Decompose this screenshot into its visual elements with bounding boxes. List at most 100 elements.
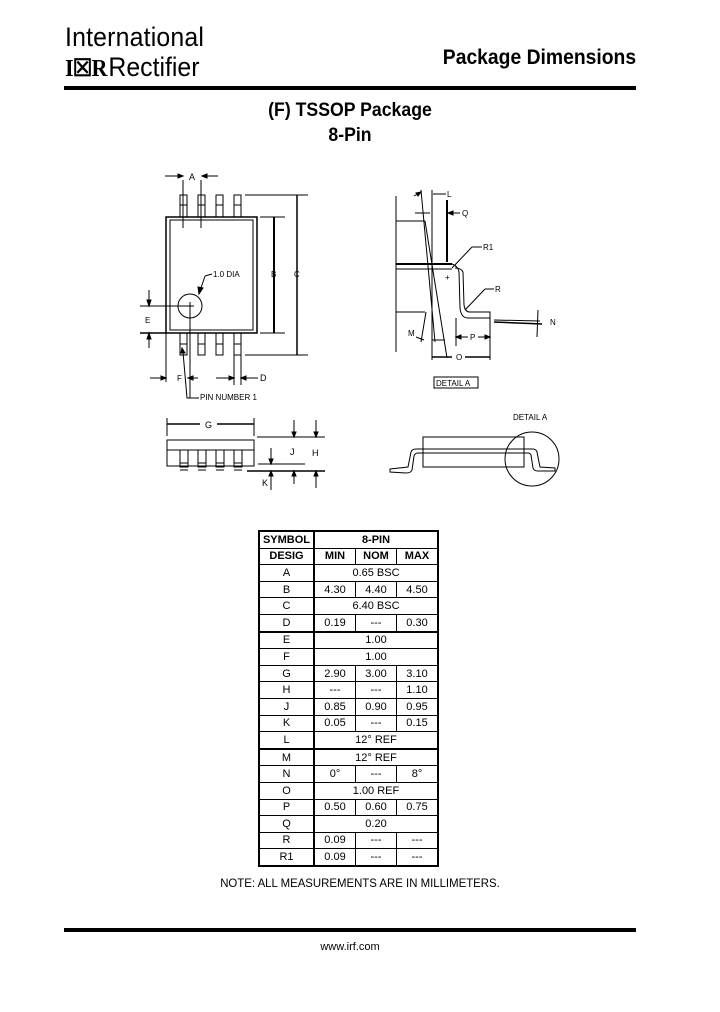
dim-label-e: E — [145, 316, 150, 325]
page-title: Package Dimensions — [442, 46, 636, 69]
nom-cell: --- — [355, 765, 397, 783]
value-span-cell: 0.20 — [313, 815, 439, 833]
table-row: R1 0.09 --- --- — [258, 848, 439, 867]
table-row: M 12° REF — [258, 747, 439, 767]
symbol-cell: F — [258, 648, 315, 666]
nom-cell: --- — [355, 613, 397, 633]
table-row: G 2.90 3.00 3.10 — [258, 664, 439, 683]
value-span-cell: 1.00 — [313, 648, 439, 666]
nom-cell: 3.00 — [355, 664, 397, 683]
dia-label: 1.0 DIA — [213, 270, 240, 279]
min-cell: 0.09 — [313, 848, 356, 867]
symbol-cell: C — [258, 597, 315, 615]
table-row: R 0.09 --- --- — [258, 831, 439, 850]
min-cell: 2.90 — [313, 664, 356, 683]
detail-a-drawing: L Q + R1 R N M P — [395, 189, 556, 389]
nom-cell: 0.60 — [355, 798, 397, 817]
ior-logo-icon: I☒R — [65, 56, 107, 82]
table-row: Q 0.20 — [258, 815, 439, 833]
table-row: O 1.00 REF — [258, 781, 439, 800]
dim-label-j: J — [290, 447, 295, 457]
nom-cell: --- — [355, 714, 397, 733]
value-span-cell: 12° REF — [313, 747, 439, 767]
symbol-cell: G — [258, 664, 315, 683]
nom-cell: 4.40 — [355, 580, 397, 599]
value-span-cell: 1.00 REF — [313, 781, 439, 800]
table-row: F 1.00 — [258, 648, 439, 666]
nom-cell: 0.90 — [355, 697, 397, 716]
max-cell: 4.50 — [396, 580, 439, 599]
table-row: E 1.00 — [258, 630, 439, 650]
symbol-cell: M — [258, 747, 315, 767]
min-cell: 0.85 — [313, 697, 356, 716]
table-row: C 6.40 BSC — [258, 597, 439, 615]
pin1-label: PIN NUMBER 1 — [200, 393, 257, 402]
dim-label-k: K — [262, 478, 268, 488]
footer-url[interactable]: www.irf.com — [320, 941, 380, 953]
symbol-cell: A — [258, 564, 315, 582]
detail-a-caption: DETAIL A — [436, 379, 471, 388]
symbol-cell: J — [258, 697, 315, 716]
table-row: P 0.50 0.60 0.75 — [258, 798, 439, 817]
table-row: H --- --- 1.10 — [258, 681, 439, 699]
max-cell: 0.95 — [396, 697, 439, 716]
dim-label-b: B — [271, 270, 276, 279]
table-subheader-row: DESIG MIN NOM MAX — [258, 547, 439, 566]
symbol-cell: O — [258, 781, 315, 800]
max-cell: 1.10 — [396, 681, 439, 699]
header-nom: NOM — [355, 547, 397, 566]
header-min: MIN — [313, 547, 356, 566]
dim-label-l: L — [447, 190, 452, 199]
package-drawings: A 1.0 DIA B C — [140, 172, 560, 490]
dim-label-q: Q — [462, 209, 468, 218]
symbol-cell: H — [258, 681, 315, 699]
header-max: MAX — [396, 547, 439, 566]
table-row: N 0° --- 8° — [258, 765, 439, 783]
svg-text:+: + — [445, 273, 450, 282]
table-row: A 0.65 BSC — [258, 564, 439, 582]
dim-label-o: O — [456, 353, 462, 362]
symbol-cell: R — [258, 831, 315, 850]
symbol-cell: K — [258, 714, 315, 733]
min-cell: 0.19 — [313, 613, 356, 633]
value-span-cell: 12° REF — [313, 731, 439, 750]
nom-cell: --- — [355, 681, 397, 699]
table-header-row: SYMBOL 8-PIN — [258, 530, 439, 549]
symbol-cell: E — [258, 630, 315, 650]
header-desig: DESIG — [258, 547, 315, 566]
dim-label-c: C — [294, 270, 300, 279]
dim-label-p: P — [470, 333, 475, 342]
max-cell: 0.75 — [396, 798, 439, 817]
symbol-cell: D — [258, 613, 315, 633]
symbol-cell: N — [258, 765, 315, 783]
dim-label-m: M — [408, 329, 415, 338]
nom-cell: --- — [355, 848, 397, 867]
header-8-pin: 8-PIN — [313, 530, 439, 549]
value-span-cell: 6.40 BSC — [313, 597, 439, 615]
max-cell: 8° — [396, 765, 439, 783]
symbol-cell: Q — [258, 815, 315, 833]
max-cell: --- — [396, 848, 439, 867]
package-title: (F) TSSOP Package — [268, 100, 432, 121]
footer-rule — [64, 928, 636, 932]
value-span-cell: 1.00 — [313, 630, 439, 650]
min-cell: 0° — [313, 765, 356, 783]
table-row: K 0.05 --- 0.15 — [258, 714, 439, 733]
symbol-cell: B — [258, 580, 315, 599]
min-cell: 0.05 — [313, 714, 356, 733]
logo-rectifier: I☒RRectifier — [65, 52, 200, 84]
dim-label-r: R — [495, 285, 501, 294]
end-view-drawing: DETAIL A — [389, 413, 560, 487]
nom-cell: --- — [355, 831, 397, 850]
table-row: J 0.85 0.90 0.95 — [258, 697, 439, 716]
value-span-cell: 0.65 BSC — [313, 564, 439, 582]
dim-label-n: N — [550, 318, 556, 327]
detail-a-callout: DETAIL A — [513, 413, 548, 422]
header-rule — [64, 86, 636, 90]
top-view-drawing: A 1.0 DIA B C — [140, 172, 308, 402]
logo-rectifier-text: Rectifier — [108, 52, 200, 82]
symbol-cell: L — [258, 731, 315, 750]
max-cell: 3.10 — [396, 664, 439, 683]
table-row: B 4.30 4.40 4.50 — [258, 580, 439, 599]
max-cell: 0.30 — [396, 613, 439, 633]
